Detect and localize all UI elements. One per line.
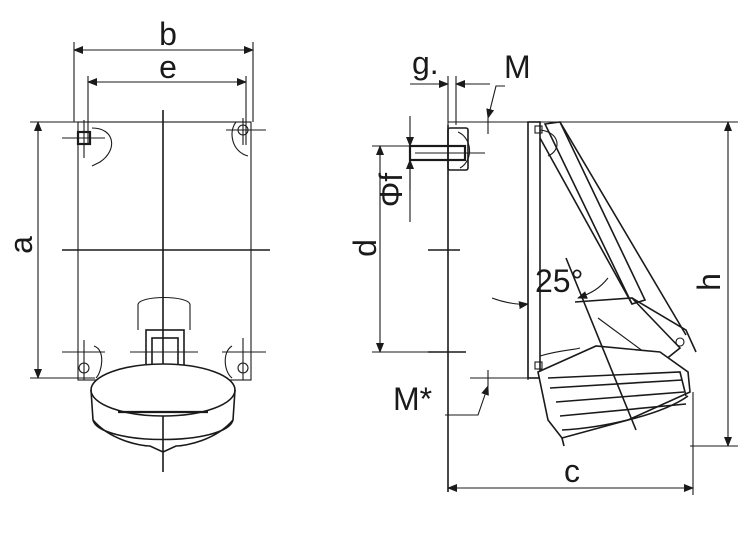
front-body-outline bbox=[77, 121, 252, 381]
angle-reference: 25° bbox=[491, 250, 637, 431]
leader-m-star: M* bbox=[393, 370, 489, 417]
wall-bracket bbox=[408, 127, 485, 171]
dimension-g: g. bbox=[410, 45, 490, 125]
dimension-a: a bbox=[3, 121, 95, 379]
label-h: h bbox=[691, 273, 727, 291]
label-angle: 25° bbox=[535, 263, 583, 299]
dimension-phi-f: Φf bbox=[373, 116, 414, 222]
side-view: 25° g. M Φf d bbox=[347, 45, 738, 495]
label-g: g. bbox=[412, 45, 439, 81]
label-e: e bbox=[159, 49, 177, 85]
label-d: d bbox=[347, 239, 383, 257]
label-phi-f: Φf bbox=[373, 173, 409, 208]
leader-m-top: M bbox=[486, 49, 531, 134]
label-b: b bbox=[159, 16, 177, 52]
mounting-plate bbox=[527, 121, 581, 379]
mounting-hole-top-left bbox=[62, 120, 113, 167]
dimension-b: b bbox=[73, 16, 254, 122]
label-m-star: M* bbox=[393, 381, 432, 417]
dimension-d: d bbox=[347, 145, 465, 353]
dimension-h: h bbox=[690, 121, 738, 447]
angled-body bbox=[537, 121, 697, 447]
label-m-top: M bbox=[504, 49, 531, 85]
front-view: b e a bbox=[3, 16, 270, 472]
mounting-hole-bottom-left bbox=[62, 340, 105, 380]
label-a: a bbox=[3, 236, 39, 254]
dimension-c: c bbox=[447, 392, 694, 495]
mounting-hole-bottom-right bbox=[222, 338, 266, 380]
socket-lid bbox=[90, 363, 236, 453]
label-c: c bbox=[564, 453, 580, 489]
dimension-e: e bbox=[87, 49, 247, 145]
